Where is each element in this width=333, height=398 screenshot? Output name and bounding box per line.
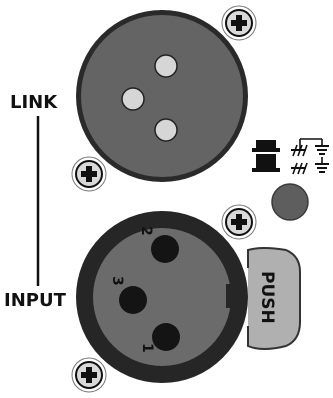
input-latch-tab <box>247 247 301 350</box>
input-label: INPUT <box>4 290 67 311</box>
mounting-screw-icon <box>71 357 107 393</box>
link-connector-face <box>81 15 243 177</box>
input-pin-hole <box>119 286 147 314</box>
push-label: PUSH <box>257 271 277 324</box>
input-latch-slot <box>226 284 240 308</box>
link-label: LINK <box>10 92 58 113</box>
ground-lift-up-icon <box>252 138 329 157</box>
ground-lift-button[interactable] <box>271 183 309 221</box>
ground-lift-down-icon <box>252 154 329 175</box>
input-connector-face <box>93 228 231 366</box>
link-pin-contact <box>154 118 178 142</box>
pin-number-1: 1 <box>139 343 155 353</box>
pin-number-2: 2 <box>138 226 154 236</box>
mounting-screw-icon <box>221 5 257 41</box>
input-pin-hole <box>152 323 180 351</box>
link-connector[interactable] <box>76 10 248 182</box>
mounting-screw-icon <box>221 204 257 240</box>
link-pin-contact <box>154 54 178 78</box>
input-pin-hole <box>151 235 179 263</box>
link-pin-contact <box>121 87 145 111</box>
input-connector[interactable]: 2 3 1 PUSH <box>76 211 301 383</box>
pin-number-3: 3 <box>109 276 125 286</box>
mounting-screw-icon <box>71 156 107 192</box>
